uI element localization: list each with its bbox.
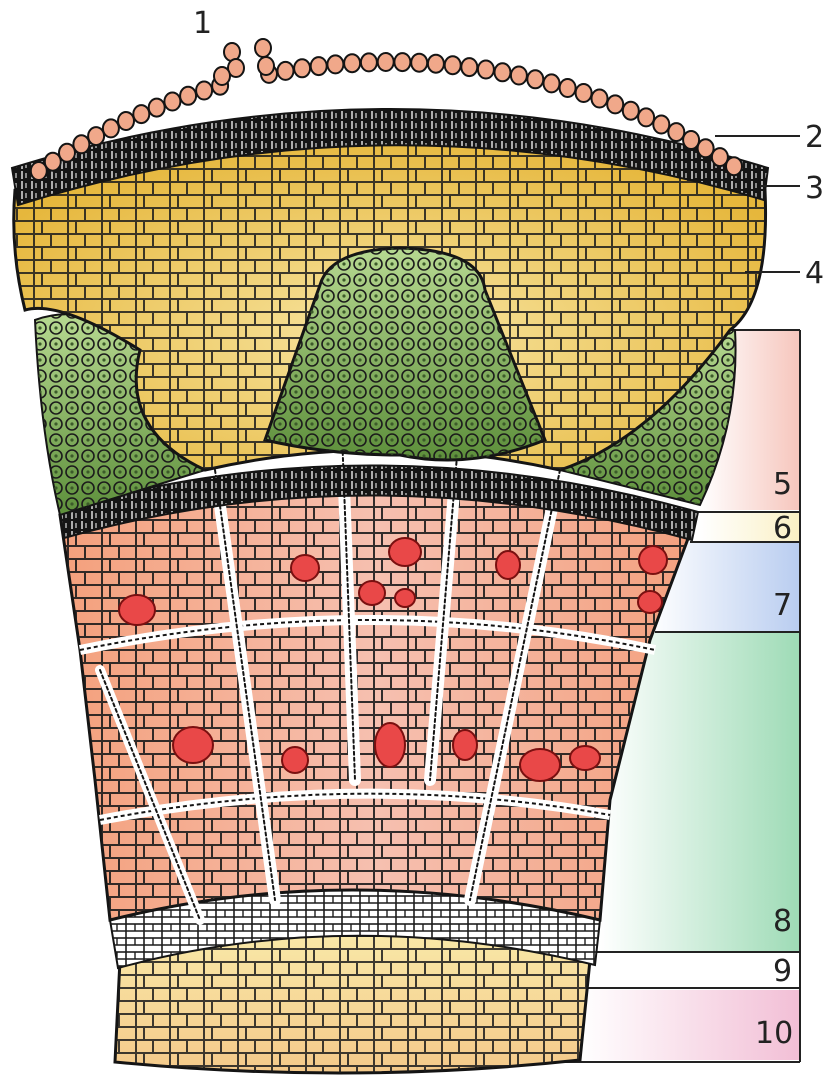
- epidermis-cell: [511, 67, 527, 85]
- epidermis-cell: [411, 54, 427, 72]
- label-7: 7: [773, 588, 792, 623]
- epidermis-cell: [478, 61, 494, 79]
- epidermis-cell: [668, 123, 684, 141]
- epidermis-cell: [461, 58, 477, 76]
- epidermis-cell: [495, 63, 511, 81]
- epidermis-cell: [576, 84, 592, 102]
- epidermis-cell: [88, 127, 104, 145]
- label-4: 4: [805, 256, 824, 291]
- epidermis-cell: [311, 57, 327, 75]
- epidermis-cell: [118, 112, 134, 130]
- epidermis-cell: [394, 53, 410, 71]
- epidermis-cell: [164, 93, 180, 111]
- epidermis-cell: [623, 102, 639, 120]
- epidermis-cell: [560, 79, 576, 97]
- epidermis-cell: [327, 55, 343, 73]
- epidermis-cell: [592, 90, 608, 108]
- label-5: 5: [773, 467, 792, 502]
- epidermis-cell: [149, 99, 165, 117]
- epidermis-cell: [258, 57, 274, 75]
- label-9: 9: [773, 954, 792, 989]
- epidermis-cell: [638, 108, 654, 126]
- epidermis-cell: [445, 56, 461, 74]
- epidermis-cell: [214, 67, 230, 85]
- epidermis-cell: [726, 157, 742, 175]
- label-10: 10: [755, 1016, 793, 1051]
- label-2: 2: [805, 120, 824, 155]
- label-6: 6: [773, 511, 792, 546]
- label-1: 1: [193, 6, 212, 41]
- epidermis-cell: [527, 70, 543, 88]
- epidermis-cell: [255, 39, 271, 57]
- epidermis-cell: [683, 131, 699, 149]
- epidermis-cell: [103, 119, 119, 137]
- epidermis-cell: [196, 82, 212, 100]
- epidermis-cell: [378, 53, 394, 71]
- epidermis-cell: [544, 74, 560, 92]
- epidermis-cell: [653, 116, 669, 134]
- epidermis-cell: [607, 95, 623, 113]
- epidermis-cell: [344, 54, 360, 72]
- epidermis-cell: [180, 87, 196, 105]
- epidermis-cell: [428, 55, 444, 73]
- label-3: 3: [805, 171, 824, 206]
- epidermis-cell: [133, 105, 149, 123]
- epidermis-cell: [278, 62, 294, 80]
- epidermis-cell: [294, 59, 310, 77]
- epidermis-cell: [361, 53, 377, 71]
- label-8: 8: [773, 904, 792, 939]
- epidermis-cell: [73, 135, 89, 153]
- epidermis-cell: [59, 144, 75, 162]
